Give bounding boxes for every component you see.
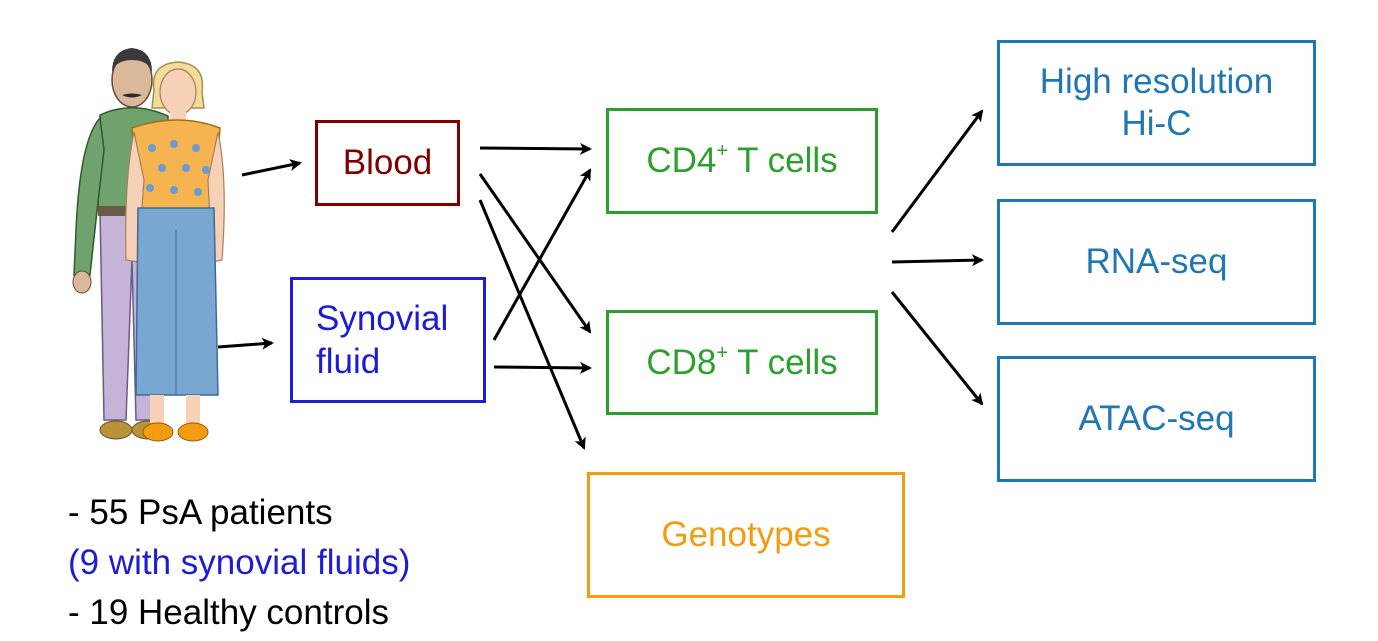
arrow-to-hic xyxy=(890,109,984,233)
genotypes-label: Genotypes xyxy=(661,515,831,554)
cd8-suffix: T cells xyxy=(728,342,838,382)
arrows xyxy=(217,109,984,450)
blood-label: Blood xyxy=(342,143,433,182)
rnaseq-label: RNA-seq xyxy=(1085,242,1228,281)
cd4-suffix: T cells xyxy=(728,141,838,180)
cohort-line-controls: - 19 Healthy controls xyxy=(68,593,389,632)
people-illustration xyxy=(72,48,225,442)
synovial-fluid-box: Synovial fluid xyxy=(290,277,486,403)
cd8-prefix: CD8 xyxy=(646,342,717,382)
arrow-people-to-synovial xyxy=(217,337,274,350)
blood-box: Blood xyxy=(315,120,460,206)
cd4-superscript: + xyxy=(716,140,729,162)
synovial-label-line1: Synovial xyxy=(316,299,449,338)
cohort-line-patients: - 55 PsA patients xyxy=(68,493,333,532)
arrow-to-atacseq xyxy=(890,291,984,406)
cd8-label: CD8+ T cells xyxy=(646,343,837,383)
arrow-people-to-blood xyxy=(241,159,302,177)
cd4-prefix: CD4 xyxy=(646,141,717,180)
woman-figure xyxy=(125,61,225,442)
rna-seq-box: RNA-seq xyxy=(997,199,1316,325)
atacseq-label: ATAC-seq xyxy=(1078,399,1235,438)
arrow-blood-to-cd4 xyxy=(479,142,592,155)
genotypes-box: Genotypes xyxy=(587,472,905,598)
arrow-blood-to-cd8 xyxy=(478,173,592,334)
cd8-superscript: + xyxy=(716,341,729,364)
arrow-synovial-to-cd8 xyxy=(493,361,592,374)
cohort-description: - 55 PsA patients (9 with synovial fluid… xyxy=(68,488,410,638)
hic-label-line1: High resolution xyxy=(1039,62,1274,101)
cd4-t-cells-box: CD4+ T cells xyxy=(606,108,878,214)
cohort-line-synovial: (9 with synovial fluids) xyxy=(68,543,411,582)
cd4-label: CD4+ T cells xyxy=(646,141,837,181)
arrow-blood-to-genotypes xyxy=(478,199,586,450)
synovial-label-line2: fluid xyxy=(316,342,381,381)
arrow-synovial-to-cd4 xyxy=(492,168,592,341)
hi-c-box: High resolution Hi-C xyxy=(997,40,1316,166)
cd8-t-cells-box: CD8+ T cells xyxy=(606,310,878,415)
hic-label-line2: Hi-C xyxy=(1121,104,1192,143)
atac-seq-box: ATAC-seq xyxy=(997,356,1316,482)
arrow-to-rnaseq xyxy=(891,254,984,267)
